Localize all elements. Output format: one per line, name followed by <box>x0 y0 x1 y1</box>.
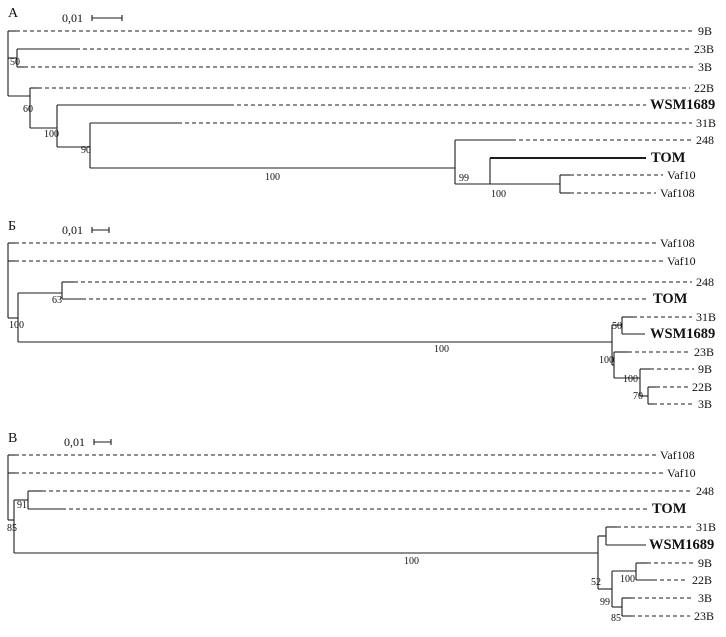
taxon-label-Vaf10: Vaf10 <box>667 254 696 268</box>
taxon-label-248: 248 <box>696 133 714 147</box>
bootstrap-value: 100 <box>404 556 419 567</box>
bootstrap-value: 85 <box>7 523 17 534</box>
taxon-label-31B: 31B <box>696 116 716 130</box>
scale-value-label-B: 0,01 <box>62 223 83 237</box>
bootstrap-value: 100 <box>491 189 506 200</box>
scale-value-label-V: 0,01 <box>64 435 85 449</box>
bootstrap-value: 85 <box>611 613 621 624</box>
taxon-label-9B: 9B <box>698 556 712 570</box>
bootstrap-value: 63 <box>52 295 62 306</box>
panel-letter-A: А <box>8 6 19 21</box>
taxon-label-Vaf10: Vaf10 <box>667 168 696 182</box>
taxon-label-248: 248 <box>696 275 714 289</box>
bootstrap-value: 100 <box>599 355 614 366</box>
taxon-label-9B: 9B <box>698 362 712 376</box>
taxon-label-22B: 22B <box>692 573 712 587</box>
bootstrap-value: 70 <box>633 391 643 402</box>
taxon-label-3B: 3B <box>698 397 712 411</box>
bootstrap-value: 91 <box>17 500 27 511</box>
bootstrap-value: 100 <box>265 172 280 183</box>
taxon-label-9B: 9B <box>698 24 712 38</box>
bootstrap-value: 90 <box>81 145 91 156</box>
bootstrap-value: 50 <box>10 57 20 68</box>
taxon-label-31B: 31B <box>696 520 716 534</box>
taxon-label-23B: 23B <box>694 345 714 359</box>
bootstrap-value: 99 <box>600 597 610 608</box>
taxon-label-3B: 3B <box>698 591 712 605</box>
taxon-label-23B: 23B <box>694 42 714 56</box>
taxon-label-Vaf10: Vaf10 <box>667 466 696 480</box>
bootstrap-value: 99 <box>459 173 469 184</box>
bootstrap-value: 60 <box>23 104 33 115</box>
taxon-label-TOM: TOM <box>652 501 687 517</box>
taxon-label-23B: 23B <box>694 609 714 623</box>
bootstrap-value: 50 <box>612 321 622 332</box>
taxon-label-31B: 31B <box>696 310 716 324</box>
taxon-label-WSM1689: WSM1689 <box>649 537 714 553</box>
bootstrap-value: 100 <box>620 574 635 585</box>
taxon-label-22B: 22B <box>692 380 712 394</box>
taxon-label-248: 248 <box>696 484 714 498</box>
taxon-label-3B: 3B <box>698 60 712 74</box>
taxon-label-TOM: TOM <box>651 150 686 166</box>
bootstrap-value: 100 <box>44 129 59 140</box>
scale-value-label-A: 0,01 <box>62 11 83 25</box>
bootstrap-value: 100 <box>434 344 449 355</box>
taxon-label-Vaf108: Vaf108 <box>660 236 695 250</box>
taxon-label-TOM: TOM <box>653 291 688 307</box>
panel-letter-B: Б <box>8 219 16 234</box>
bootstrap-value: 52 <box>591 577 601 588</box>
taxon-label-WSM1689: WSM1689 <box>650 326 715 342</box>
panel-letter-V: В <box>8 431 17 446</box>
bootstrap-value: 100 <box>623 374 638 385</box>
taxon-label-Vaf108: Vaf108 <box>660 186 695 200</box>
taxon-label-22B: 22B <box>694 81 714 95</box>
bootstrap-value: 100 <box>9 320 24 331</box>
taxon-label-WSM1689: WSM1689 <box>650 97 715 113</box>
taxon-label-Vaf108: Vaf108 <box>660 448 695 462</box>
